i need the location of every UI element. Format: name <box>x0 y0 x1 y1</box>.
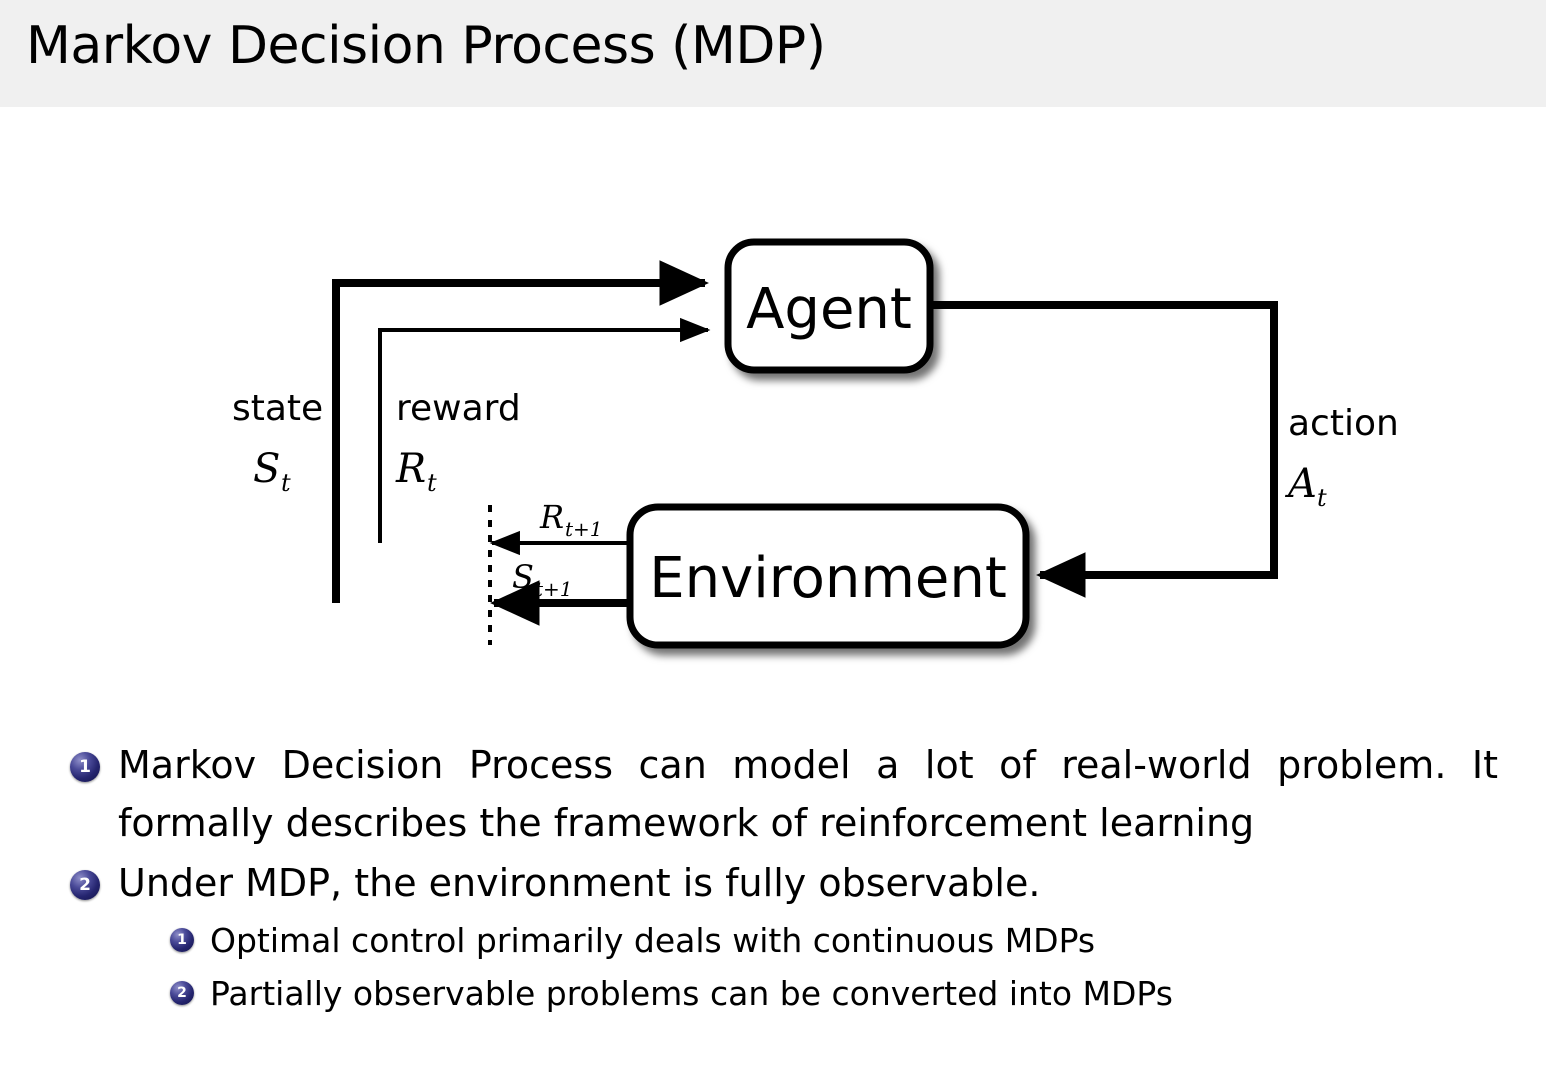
bullet-marker-1: 1 <box>70 752 100 782</box>
list-item-text: Markov Decision Process can model a lot … <box>118 743 1498 845</box>
slide-header-band: Markov Decision Process (MDP) <box>0 0 1546 107</box>
sub-list-item: 2 Partially observable problems can be c… <box>170 967 1500 1020</box>
sub-list-item-text: Optimal control primarily deals with con… <box>210 921 1096 960</box>
list-item-text: Under MDP, the environment is fully obse… <box>118 861 1041 905</box>
sub-list-item: 1 Optimal control primarily deals with c… <box>170 914 1500 967</box>
state-label-word: state <box>232 388 323 429</box>
state-next-label-subscript: t+1 <box>535 577 573 601</box>
reward-next-label-symbol: R <box>539 498 564 536</box>
bullet-list: 1 Markov Decision Process can model a lo… <box>0 736 1546 1020</box>
sub-bullet-marker-2: 2 <box>170 981 194 1005</box>
reward-label-subscript: t <box>427 469 437 497</box>
sub-list-item-text: Partially observable problems can be con… <box>210 974 1173 1013</box>
action-label-subscript: t <box>1317 484 1327 512</box>
state-label-subscript: t <box>281 469 291 497</box>
environment-box: Environment <box>626 503 1030 649</box>
action-line <box>932 301 1278 598</box>
action-label-word: action <box>1288 403 1399 444</box>
agent-box-label: Agent <box>746 277 912 342</box>
state-feedback-line <box>332 260 709 603</box>
agent-box: Agent <box>724 238 934 374</box>
reward-feedback-line <box>378 317 711 543</box>
state-next-label-symbol: S <box>512 558 534 596</box>
environment-box-label: Environment <box>649 546 1007 611</box>
reward-next-label-subscript: t+1 <box>565 517 603 541</box>
action-label-symbol: A <box>1284 461 1317 507</box>
mdp-agent-environment-diagram: Agent Environment state S t reward R t a… <box>0 110 1546 710</box>
sub-bullet-marker-1: 1 <box>170 928 194 952</box>
list-item: 2 Under MDP, the environment is fully ob… <box>70 854 1498 912</box>
reward-label-word: reward <box>396 388 521 429</box>
list-item: 1 Markov Decision Process can model a lo… <box>70 736 1498 852</box>
bullet-marker-2: 2 <box>70 870 100 900</box>
page-title: Markov Decision Process (MDP) <box>26 16 826 76</box>
state-label-symbol: S <box>253 446 280 492</box>
reward-label-symbol: R <box>395 446 426 492</box>
